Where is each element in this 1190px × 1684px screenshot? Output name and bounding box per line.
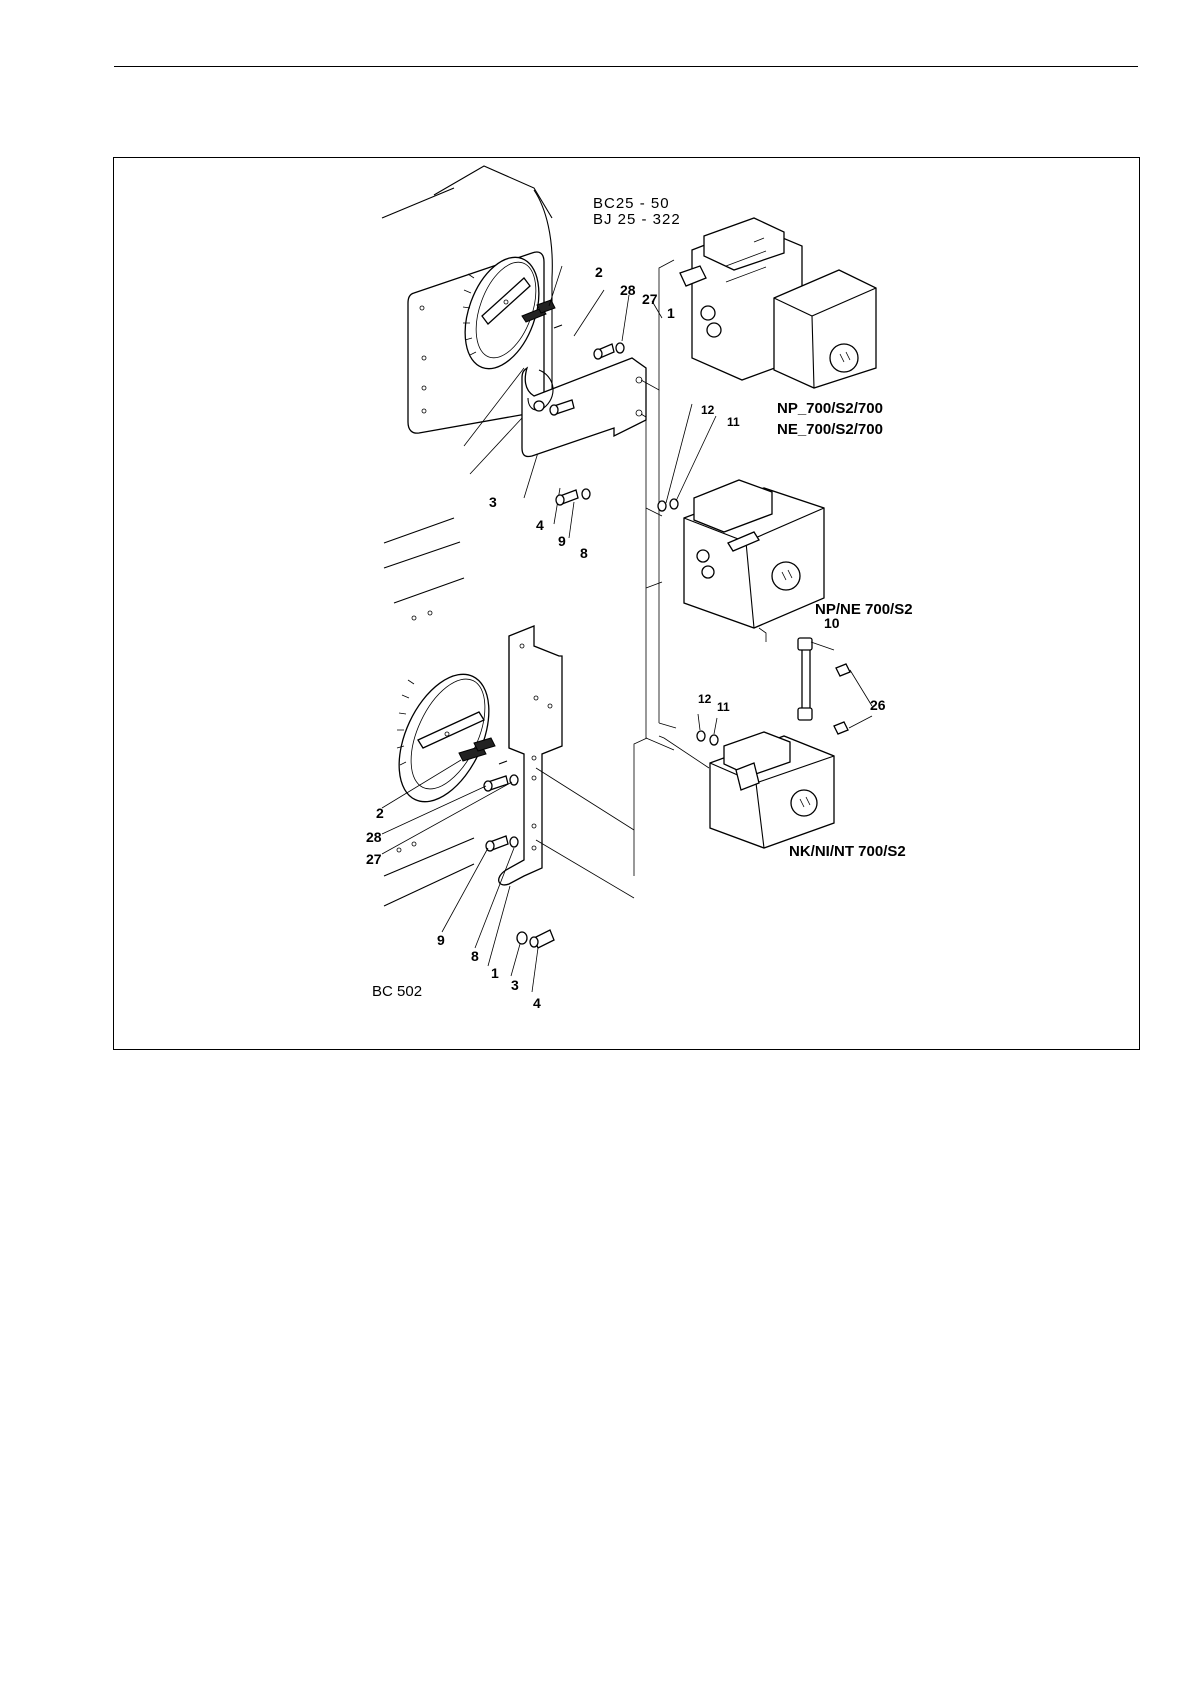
- callout-1: 1: [667, 305, 675, 321]
- actuator-npne700-middle: [658, 404, 824, 642]
- callout-11-lower: 11: [717, 700, 730, 714]
- callout-1-bottom: 1: [491, 965, 499, 981]
- callout-3-bottom: 3: [511, 977, 519, 993]
- model-label-np700: NP_700/S2/700: [777, 400, 883, 417]
- callout-2: 2: [595, 264, 603, 280]
- link-rod-and-nuts: [798, 638, 872, 734]
- callout-8: 8: [580, 545, 588, 561]
- callout-28-bottom: 28: [366, 829, 382, 845]
- callout-8-bottom: 8: [471, 948, 479, 964]
- callout-11: 11: [727, 415, 740, 429]
- callout-27: 27: [642, 291, 658, 307]
- callout-2-bottom: 2: [376, 805, 384, 821]
- callout-10: 10: [824, 615, 840, 631]
- model-label-bc502: BC 502: [372, 983, 422, 1000]
- burner-housing-top: [382, 166, 562, 433]
- callout-27-bottom: 27: [366, 851, 382, 867]
- model-label-bc25-50: BC25 - 50: [593, 195, 670, 212]
- callout-26: 26: [870, 697, 886, 713]
- exploded-diagram: BC25 - 50 BJ 25 - 322 NP_700/S2/700 NE_7…: [114, 158, 1140, 1050]
- actuator-nkni700-bottom: [697, 714, 834, 848]
- callout-4: 4: [536, 517, 544, 533]
- callout-4-bottom: 4: [533, 995, 541, 1011]
- header-rule: [114, 66, 1138, 67]
- model-label-ne700: NE_700/S2/700: [777, 421, 883, 438]
- exploded-view-figure: BC25 - 50 BJ 25 - 322 NP_700/S2/700 NE_7…: [113, 157, 1140, 1050]
- callout-12: 12: [701, 403, 715, 417]
- model-label-nkni700: NK/NI/NT 700/S2: [789, 843, 906, 860]
- callout-9: 9: [558, 533, 566, 549]
- callout-12-lower: 12: [698, 692, 712, 706]
- callout-28: 28: [620, 282, 636, 298]
- actuator-np700-top: [680, 218, 876, 388]
- callout-3: 3: [489, 494, 497, 510]
- callout-9-bottom: 9: [437, 932, 445, 948]
- model-label-bj25-322: BJ 25 - 322: [593, 211, 681, 228]
